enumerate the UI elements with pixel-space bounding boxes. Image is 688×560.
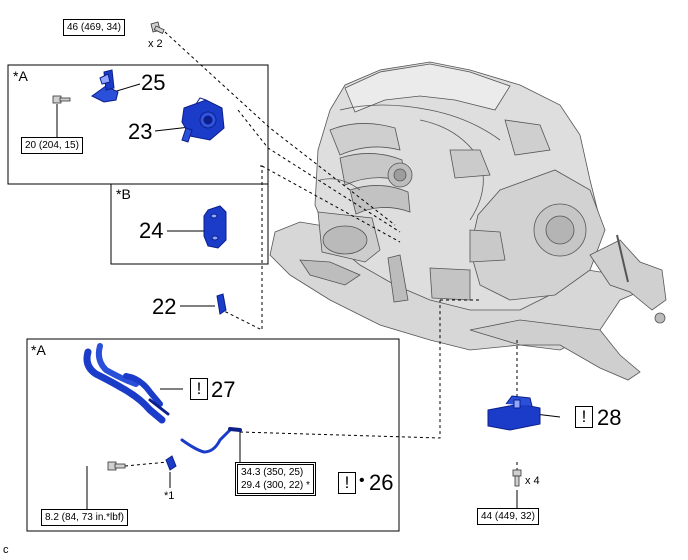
part-number-23: 23 (128, 119, 153, 144)
part-22-gasket (216, 293, 227, 315)
part-number-27: 27 (211, 377, 236, 402)
corner-label: c (3, 544, 9, 556)
torque-spec-8: 8.2 (84, 73 in.*lbf) (41, 509, 128, 526)
variant-label-a-upper: *A (13, 68, 28, 84)
part-number-26: 26 (369, 470, 394, 495)
torque-spec-26-a: 34.3 (350, 25) (241, 467, 304, 478)
leader-lines (56, 31, 561, 509)
torque-spec-46: 46 (469, 34) (63, 19, 125, 36)
part-28-bracket (487, 395, 541, 431)
caution-icon-28: ! (575, 406, 593, 428)
part-number-24: 24 (139, 218, 164, 243)
bolt-44 (512, 469, 522, 487)
part-number-25: 25 (141, 70, 166, 95)
box-a-lower (26, 338, 400, 532)
torque-spec-26-b: 29.4 (300, 22) * (241, 480, 310, 491)
torque-spec-26-inner: 34.3 (350, 25) 29.4 (300, 22) * (237, 464, 314, 494)
torque-spec-20: 20 (204, 15) (21, 137, 83, 154)
part-27-hoses (83, 343, 170, 424)
note-label-1: *1 (164, 490, 175, 502)
part-number-22: 22 (152, 294, 177, 319)
bullet-symbol: • (359, 472, 365, 489)
caution-icon-26: ! (338, 472, 356, 494)
clamp-part (165, 455, 177, 471)
bolt-8 (107, 461, 126, 471)
blue-parts (83, 69, 541, 471)
engine-assembly (269, 61, 667, 381)
qty-x2: x 2 (148, 38, 163, 50)
bolts (52, 21, 522, 487)
part-number-28: 28 (597, 405, 622, 430)
part-26-pipe (180, 427, 242, 454)
variant-label-a-lower: *A (31, 342, 46, 358)
bolt-20 (52, 95, 71, 104)
torque-spec-44: 44 (449, 32) (477, 508, 539, 525)
variant-label-b: *B (116, 186, 131, 202)
bolt-46 (150, 21, 165, 34)
torque-spec-26-frame: 34.3 (350, 25) 29.4 (300, 22) * (235, 462, 316, 496)
part-24-cover (203, 205, 227, 249)
qty-x4: x 4 (525, 475, 540, 487)
box-b (110, 183, 269, 265)
part-25-bracket (91, 69, 119, 103)
caution-icon-27: ! (190, 378, 208, 400)
part-23-pump (181, 97, 225, 143)
